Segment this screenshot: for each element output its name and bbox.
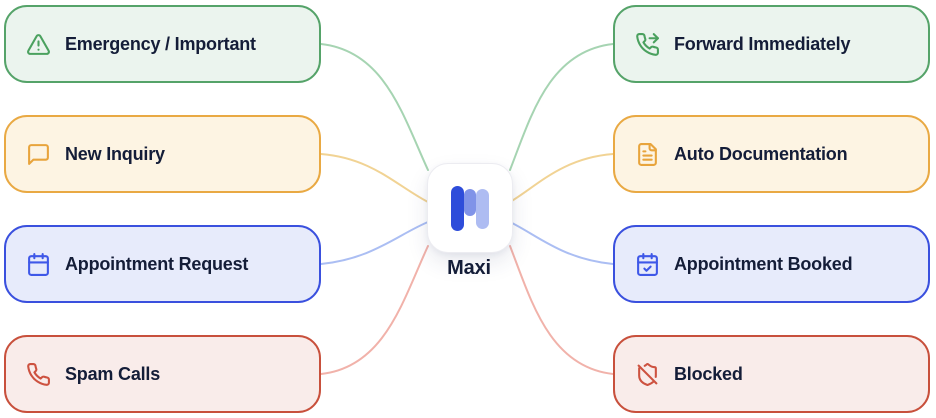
connector-new-inquiry [320, 153, 429, 203]
node-appointment-request: Appointment Request [4, 225, 321, 303]
node-label: Spam Calls [65, 363, 161, 384]
connector-emergency [320, 43, 429, 171]
file-text-icon [635, 142, 660, 167]
node-label: Appointment Request [65, 253, 249, 274]
node-emergency-important: Emergency / Important [4, 5, 321, 83]
node-label: Appointment Booked [674, 253, 853, 274]
calendar-icon [26, 252, 51, 277]
node-forward-immediately: Forward Immediately [613, 5, 930, 83]
node-label: New Inquiry [65, 143, 165, 164]
node-label: Auto Documentation [674, 143, 848, 164]
alert-triangle-icon [26, 32, 51, 57]
node-appointment-booked: Appointment Booked [613, 225, 930, 303]
center-label: Maxi [447, 257, 491, 279]
maxi-app-card [427, 163, 513, 253]
node-auto-documentation: Auto Documentation [613, 115, 930, 193]
maxi-logo [451, 185, 489, 231]
node-blocked: Blocked [613, 335, 930, 413]
calendar-check-icon [635, 252, 660, 277]
connector-auto-documentation [509, 153, 614, 203]
node-label: Emergency / Important [65, 33, 256, 54]
phone-forwarded-icon [635, 32, 660, 57]
node-label: Forward Immediately [674, 33, 851, 54]
logo-bar-dark [451, 185, 464, 231]
node-spam-calls: Spam Calls [4, 335, 321, 413]
node-label: Blocked [674, 363, 743, 384]
message-square-icon [26, 142, 51, 167]
node-new-inquiry: New Inquiry [4, 115, 321, 193]
logo-bar-light [476, 188, 489, 229]
logo-bar-medium [464, 188, 476, 216]
phone-icon [26, 362, 51, 387]
connector-forward-immediately [509, 43, 614, 171]
shield-off-icon [635, 362, 660, 387]
